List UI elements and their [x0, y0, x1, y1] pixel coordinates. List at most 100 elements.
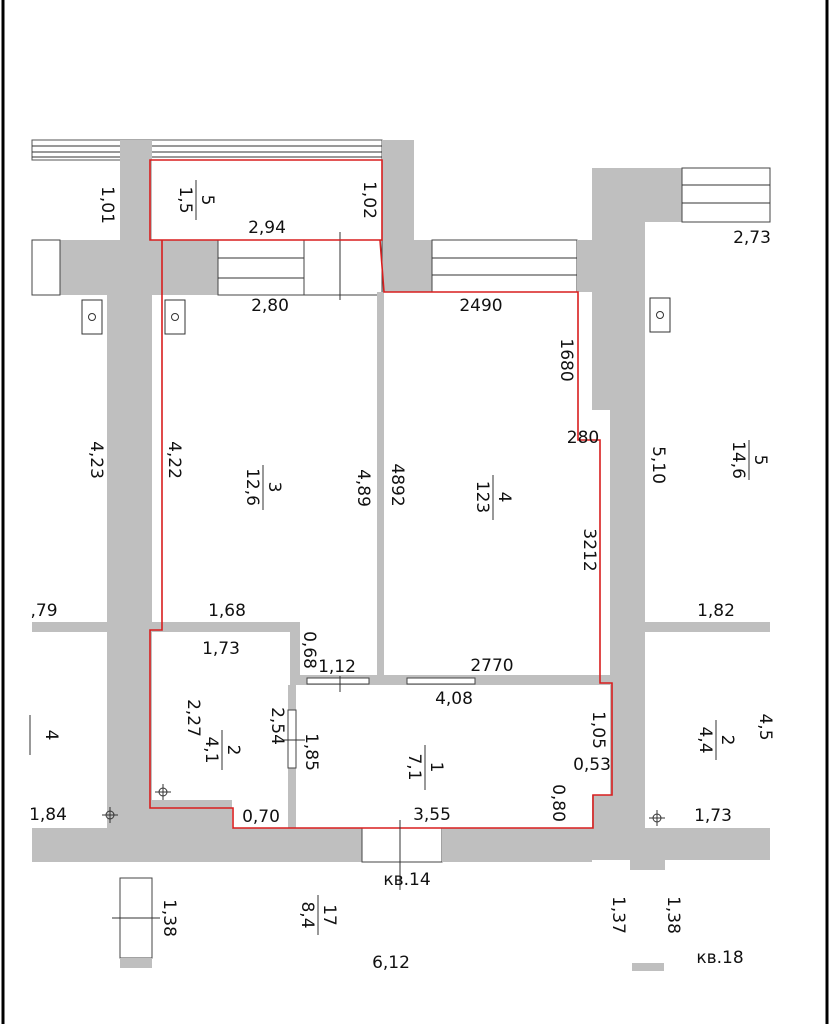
dim-label: 4,08 [435, 689, 473, 709]
dim-label: 1,05 [588, 711, 608, 749]
room-area: 8,4 [297, 901, 317, 928]
room-number: 5 [197, 195, 217, 206]
dim-label: 2,27 [183, 699, 203, 737]
vent-shaft-icon [649, 297, 671, 333]
dim-label: 5,10 [648, 446, 668, 484]
dim-label: 2,94 [248, 218, 286, 238]
door-room2 [287, 709, 297, 769]
wall-bottom-right-b [645, 828, 770, 860]
room-labels: 5 1,5 3 12,6 4 123 2 4,1 1 7,1 17 8,4 5 … [41, 186, 775, 928]
wall-column-mid [382, 140, 414, 292]
wall-bottom-notch [630, 858, 665, 870]
wall-right-window-end [577, 240, 592, 292]
room-number: 5 [750, 455, 770, 466]
dim-label: 1,68 [208, 601, 246, 621]
wall-left-inner [107, 295, 120, 625]
entrance-door [361, 827, 443, 863]
dim-label: 4892 [387, 463, 407, 506]
dim-label: 0,70 [242, 807, 280, 827]
wall-right-h [645, 622, 770, 632]
dim-label: 1,85 [301, 733, 321, 771]
vent-shaft-icon [164, 299, 186, 335]
room-number: 17 [319, 904, 339, 926]
window-room4 [431, 239, 578, 293]
dim-label: 1680 [556, 338, 576, 381]
dim-label: 2770 [470, 656, 513, 676]
crosshair-icon [102, 807, 118, 823]
fraction-bars [29, 180, 750, 935]
dim-label: 3,55 [413, 805, 451, 825]
wall-bottom-left [32, 828, 362, 862]
dim-label: 2,80 [251, 296, 289, 316]
dimension-labels: 1,01 2,94 1,02 2,73 2,80 2490 1680 4,23 … [29, 181, 771, 973]
crosshair-icon [155, 784, 171, 800]
room-number: 2 [223, 745, 243, 756]
balcony-door [303, 239, 383, 296]
apartment-code-center: кв.14 [383, 870, 430, 890]
door-room3 [306, 677, 370, 685]
wall-room3-room4 [377, 292, 384, 675]
dim-label: ,79 [30, 601, 57, 621]
wall-left-h [32, 622, 120, 632]
room-area: 4,1 [201, 736, 221, 763]
wall-room2-bottom [152, 800, 232, 828]
dim-label: 0,80 [548, 784, 568, 822]
vent-shafts [81, 297, 671, 335]
dim-label: 1,38 [663, 896, 683, 934]
dim-label: 4,89 [353, 469, 373, 507]
wall-bottom-mid [442, 828, 592, 862]
dim-label: 1,12 [318, 657, 356, 677]
room-number: 1 [426, 762, 446, 773]
dim-label: 1,84 [29, 805, 67, 825]
room-area-partial: 4,5 [755, 713, 775, 740]
room-number: 3 [264, 482, 284, 493]
door-room4 [406, 677, 476, 685]
wall-room3-bottom [152, 622, 300, 632]
crosshair-icon [649, 810, 665, 826]
wall-left-top [60, 240, 120, 295]
room-number: 2 [717, 735, 737, 746]
apartment-code-right: кв.18 [696, 948, 743, 968]
dim-label: 4,23 [86, 441, 106, 479]
dim-label: 1,37 [608, 896, 628, 934]
dim-label: 2,54 [267, 707, 287, 745]
dim-label: 1,01 [97, 186, 117, 224]
dim-label: 1,73 [202, 639, 240, 659]
dim-label: 0,53 [573, 755, 611, 775]
leader-lines [283, 676, 401, 890]
wall-stair-end [120, 958, 152, 968]
window-right [681, 167, 771, 223]
outline-room5 [149, 159, 383, 241]
wall-room3-top [152, 240, 218, 295]
room-number-partial: 4 [41, 730, 61, 741]
dim-label: 0,68 [299, 631, 319, 669]
wall-column-left [120, 140, 152, 860]
dim-label: 4,22 [164, 441, 184, 479]
wall-lower-right [632, 963, 664, 971]
dim-label: 2490 [459, 296, 502, 316]
dim-label: 1,38 [159, 899, 179, 937]
wall-room2-top-right [290, 622, 300, 682]
apartment-codes: кв.14 кв.18 [383, 870, 743, 968]
room-area: 14,6 [728, 441, 748, 479]
room-number: 4 [494, 492, 514, 503]
dim-label: 1,82 [697, 601, 735, 621]
window-left-edge [31, 239, 61, 296]
room-area: 1,5 [175, 186, 195, 213]
room-area: 123 [472, 481, 492, 513]
outline-apartment [149, 239, 613, 829]
wall-left-lower [107, 632, 120, 832]
room-area: 7,1 [404, 753, 424, 780]
walls [31, 139, 771, 971]
vent-shaft-icon [81, 299, 103, 335]
apartment-outline [149, 159, 613, 829]
dim-label: 1,73 [694, 806, 732, 826]
room-area: 12,6 [242, 468, 262, 506]
dim-label: 280 [567, 428, 599, 448]
dim-label: 1,02 [359, 181, 379, 219]
survey-markers [102, 784, 665, 826]
dim-label: 2,73 [733, 228, 771, 248]
room-area: 4,4 [695, 726, 715, 753]
dim-label: 6,12 [372, 953, 410, 973]
